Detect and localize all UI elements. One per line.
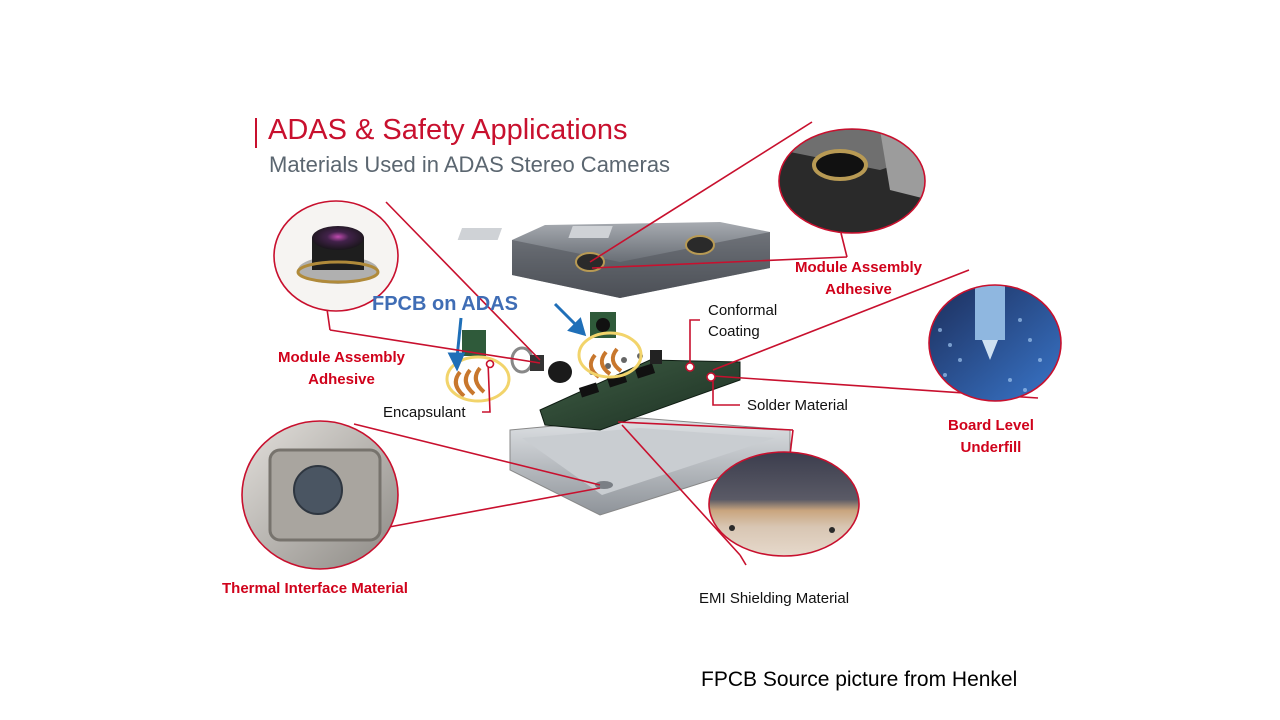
callout-lines xyxy=(326,121,1039,566)
top-housing-zoom-circle xyxy=(778,128,926,234)
callout-markers xyxy=(485,359,716,382)
thermal-zoom-circle xyxy=(241,420,399,570)
board-underfill-zoom-circle xyxy=(928,284,1062,402)
page-subtitle: Materials Used in ADAS Stereo Cameras xyxy=(269,152,671,177)
thermal-interface-label: Thermal Interface Material xyxy=(222,580,408,597)
lens-zoom-circle xyxy=(273,200,399,312)
source-note: FPCB Source picture from Henkel xyxy=(701,668,1018,691)
board-underfill-label: Board Level Underfill xyxy=(948,417,1034,456)
module-adhesive-left-label: Module Assembly Adhesive xyxy=(278,349,405,388)
right-camera-module xyxy=(588,312,623,379)
emi-zoom-circle xyxy=(708,451,860,557)
bottom-tray xyxy=(509,417,791,516)
top-housing xyxy=(457,222,770,298)
left-camera-module xyxy=(453,330,572,398)
title-accent-bar xyxy=(255,118,257,148)
solder-material-label: Solder Material xyxy=(747,397,848,414)
page-title: ADAS & Safety Applications xyxy=(268,114,628,146)
emi-shielding-label: EMI Shielding Material xyxy=(699,590,850,607)
fpcb-on-adas-label: FPCB on ADAS xyxy=(372,293,518,315)
encapsulant-label: Encapsulant xyxy=(383,404,466,421)
fpcb-highlight-right xyxy=(577,331,643,379)
module-adhesive-right-label: Module Assembly Adhesive xyxy=(795,259,922,298)
conformal-coating-label: Conformal Coating xyxy=(708,302,778,340)
fpcb-arrows xyxy=(447,302,587,372)
fpcb-highlight-left xyxy=(445,355,511,403)
